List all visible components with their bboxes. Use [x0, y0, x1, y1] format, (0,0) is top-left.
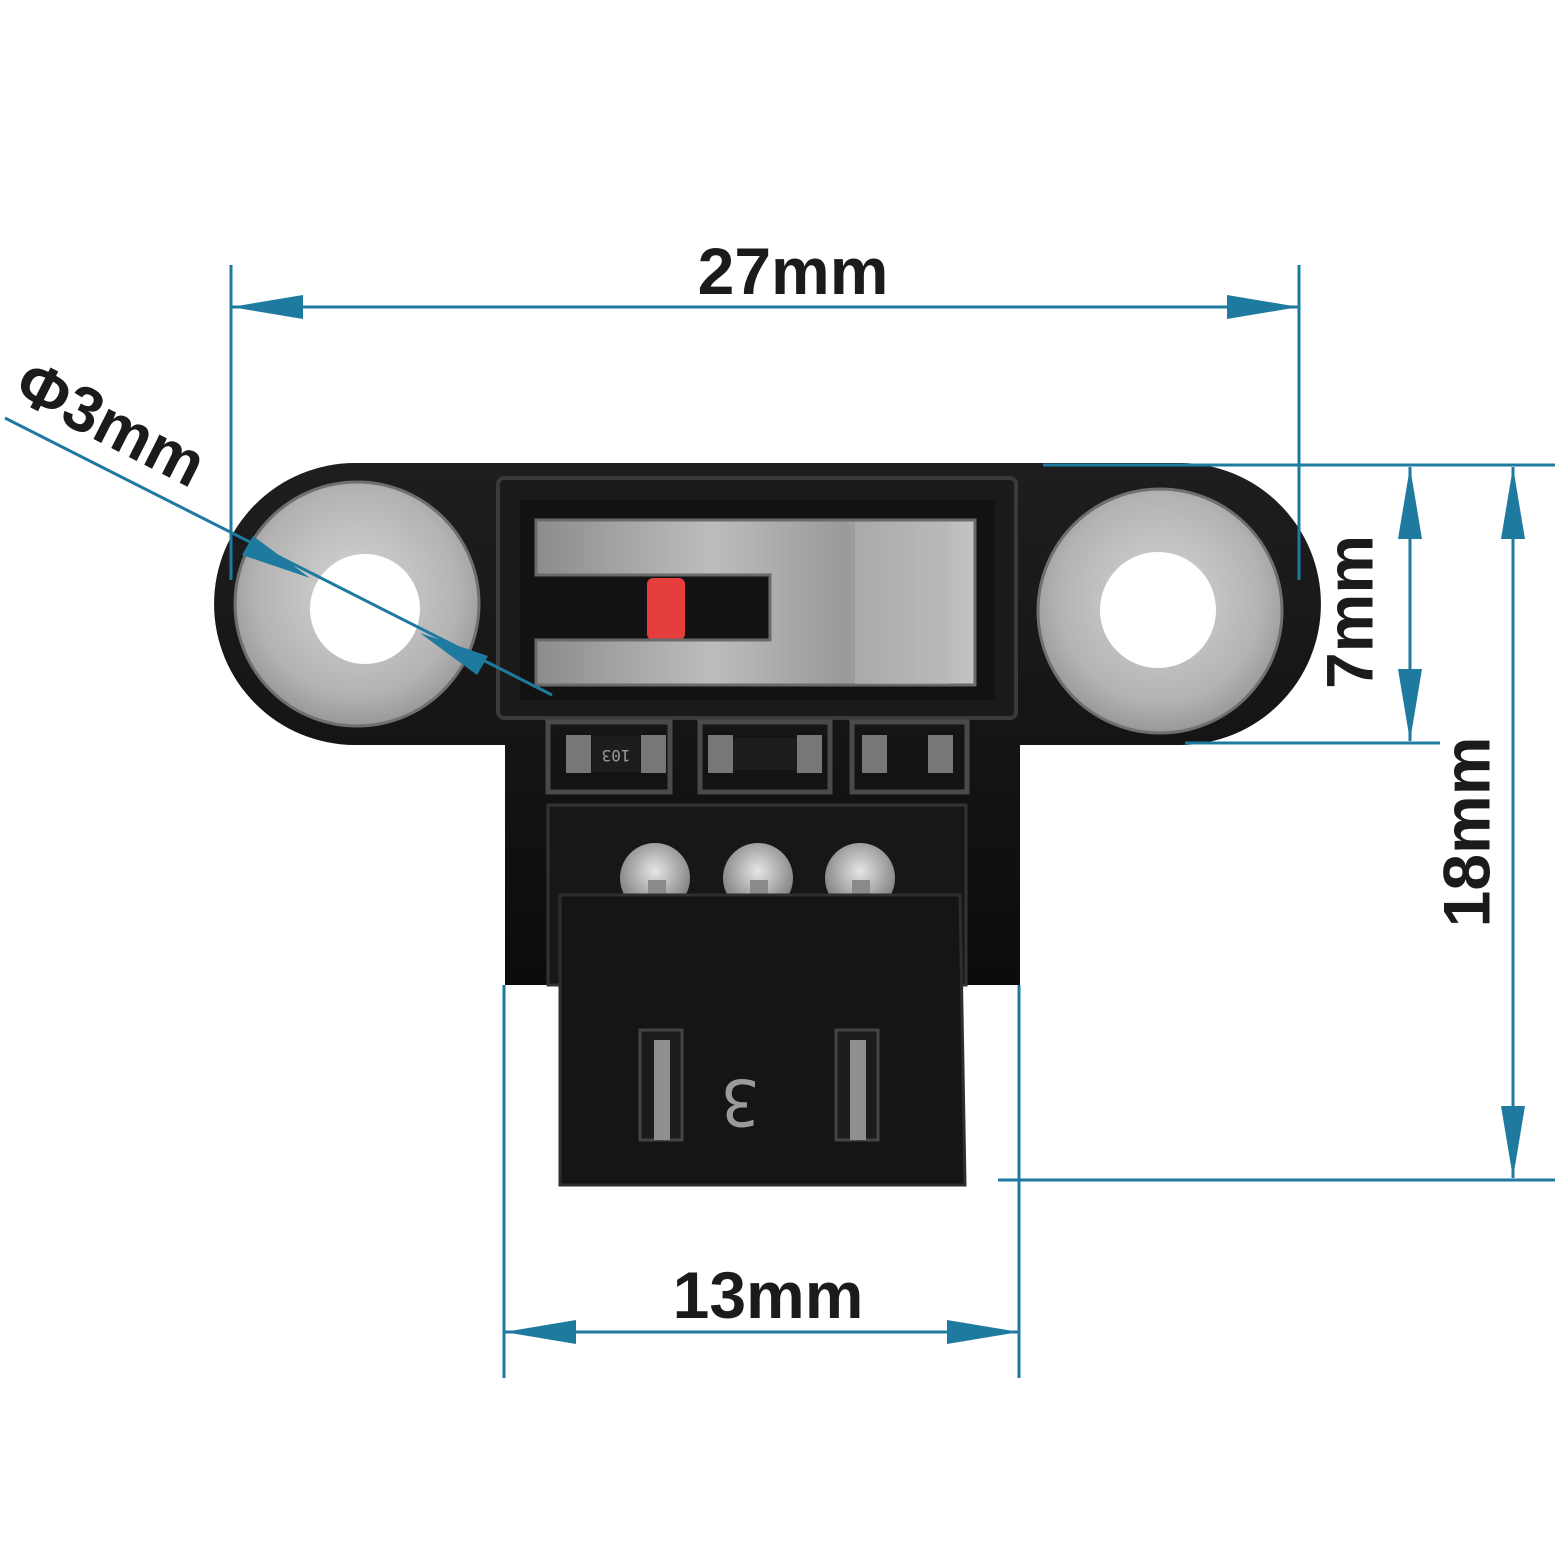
- micro-switch: [496, 476, 1018, 720]
- left-mounting-hole: [233, 480, 481, 728]
- connector-width-label: 13mm: [673, 1258, 864, 1332]
- width-27mm-dimension: [229, 265, 1301, 580]
- resistor-code: 103: [602, 746, 631, 765]
- endstop-board: 103 3: [214, 463, 1321, 1187]
- height-7mm-dimension: [1043, 463, 1555, 745]
- hole-diameter-dimension: [4, 416, 553, 697]
- smd-components: 103: [545, 719, 970, 795]
- hole-span-label: 7mm: [1312, 535, 1386, 689]
- smd-led: [733, 738, 797, 770]
- connector-pin-count: 3: [721, 1064, 760, 1138]
- switch-actuator: [647, 578, 685, 640]
- dimension-lines: [4, 265, 1555, 1378]
- three-pin-connector: 3: [546, 803, 968, 1187]
- overall-width-label: 27mm: [698, 234, 889, 308]
- hole-diameter-label: Φ3mm: [5, 345, 218, 501]
- right-mounting-hole: [1036, 487, 1284, 735]
- width-13mm-dimension: [502, 985, 1021, 1378]
- overall-height-label: 18mm: [1429, 737, 1503, 928]
- switch-lever: [534, 518, 977, 687]
- height-18mm-dimension: [998, 467, 1555, 1182]
- resistor-103: [592, 736, 640, 772]
